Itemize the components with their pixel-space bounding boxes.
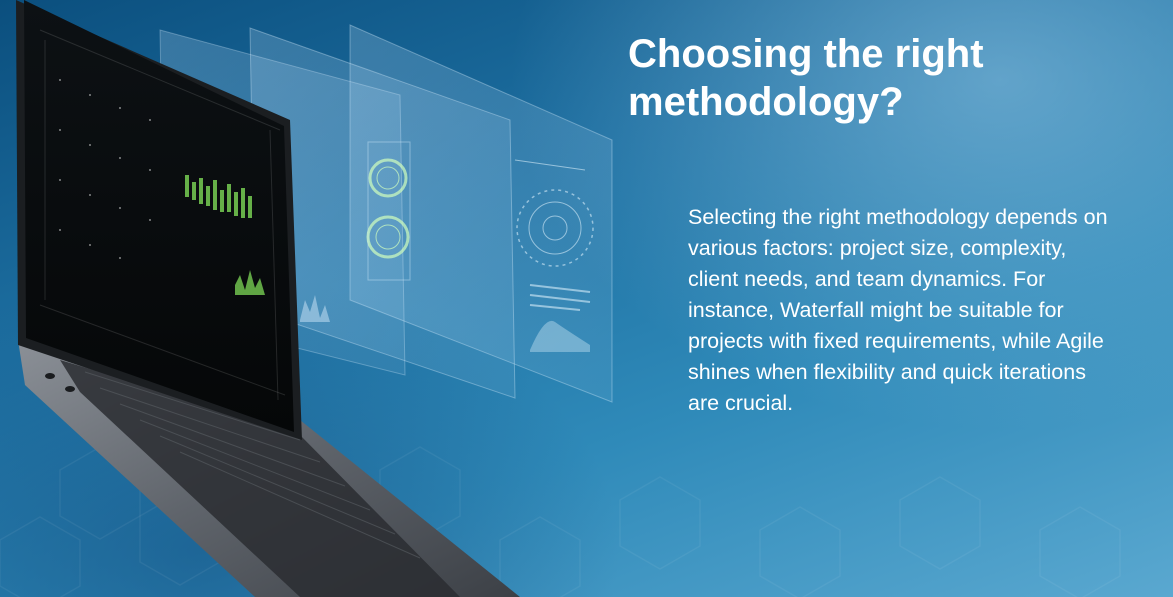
- waveform-widget: [300, 295, 330, 322]
- slide-title: Choosing the right methodology?: [628, 32, 984, 124]
- radial-dial-widget: [514, 159, 594, 352]
- laptop-base: [18, 340, 520, 597]
- slide-body-text: Selecting the right methodology depends …: [688, 205, 1108, 415]
- gauge-widgets: [366, 141, 411, 281]
- laptop-screen: [16, 0, 302, 440]
